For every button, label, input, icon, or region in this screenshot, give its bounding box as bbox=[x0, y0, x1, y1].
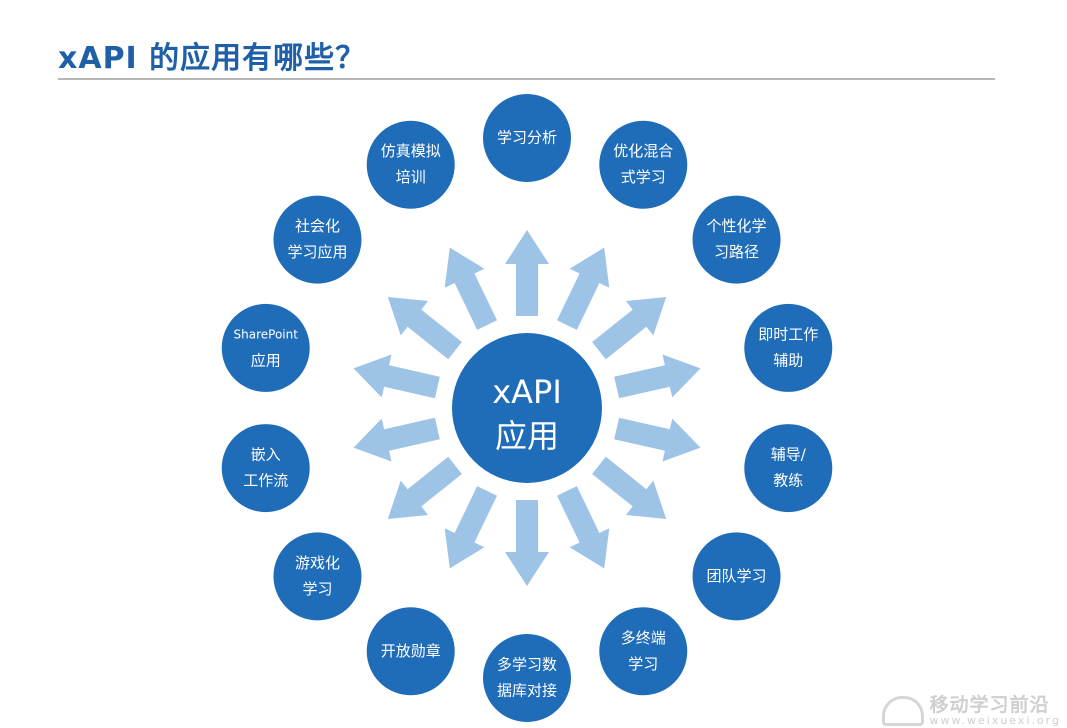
arrow-simulation-training bbox=[444, 247, 497, 330]
watermark-name: 移动学习前沿 bbox=[929, 694, 1050, 716]
node-label-line: 学习 bbox=[628, 655, 658, 673]
node-label-line: 即时工作 bbox=[758, 325, 818, 343]
node-label-line: 辅助 bbox=[773, 351, 803, 369]
arrow-coaching bbox=[614, 417, 701, 462]
node-label-line: 培训 bbox=[396, 168, 426, 186]
node-label-line: 仿真模拟 bbox=[381, 142, 441, 160]
node-label-line: 学习分析 bbox=[497, 129, 557, 147]
arrow-learning-analytics bbox=[505, 230, 549, 316]
node-circle bbox=[599, 607, 688, 696]
node-sharepoint-app: SharePoint 应用 bbox=[221, 303, 310, 392]
node-label-line: 个性化学 bbox=[707, 217, 767, 235]
node-label-line: 团队学习 bbox=[707, 567, 767, 585]
node-circle bbox=[366, 120, 455, 209]
center-label-line: xAPI bbox=[492, 373, 562, 411]
node-learning-analytics: 学习分析 bbox=[483, 94, 571, 182]
center-label-line: 应用 bbox=[495, 417, 559, 455]
node-label-line: 工作流 bbox=[243, 472, 288, 490]
node-circle bbox=[366, 607, 455, 696]
arrow-multi-lrs bbox=[505, 500, 549, 586]
watermark-url: www.weixuexi.org bbox=[929, 714, 1061, 727]
page-title: xAPI 的应用有哪些？ bbox=[58, 41, 367, 76]
node-label-line: 式学习 bbox=[621, 168, 666, 186]
node-label-line: 嵌入 bbox=[251, 446, 281, 464]
node-team-learning: 团队学习 bbox=[692, 532, 781, 621]
node-label-line: 游戏化 bbox=[295, 554, 340, 572]
arrow-social-learning bbox=[387, 297, 462, 360]
arrow-team-learning bbox=[592, 456, 667, 519]
arrow-blended-learning bbox=[557, 247, 610, 330]
arrow-multi-device bbox=[557, 486, 610, 569]
arrow-gamified-learning bbox=[387, 456, 462, 519]
node-ring: 学习分析优化混合式学习个性化学习路径即时工作辅助辅导/教练团队学习多终端学习多学… bbox=[221, 94, 833, 722]
node-circle bbox=[483, 94, 571, 182]
arrow-open-badges bbox=[444, 486, 497, 569]
node-label-line: 学习 bbox=[302, 580, 332, 598]
watermark-logo-icon bbox=[881, 696, 924, 726]
center-circle: xAPI 应用 bbox=[452, 333, 602, 483]
node-label-line: 应用 bbox=[251, 351, 281, 369]
arrow-embedded-workflow bbox=[353, 417, 440, 462]
node-circle bbox=[692, 532, 781, 621]
arrow-sharepoint-app bbox=[353, 354, 440, 399]
node-circle bbox=[744, 424, 833, 513]
arrow-personalized-path bbox=[592, 297, 667, 360]
node-label-line: 优化混合 bbox=[613, 142, 673, 160]
node-label-line: 据库对接 bbox=[497, 682, 557, 700]
node-open-badges: 开放勋章 bbox=[366, 607, 455, 696]
node-label-line: 学习应用 bbox=[287, 243, 347, 261]
node-label-line: 社会化 bbox=[295, 217, 340, 235]
node-label-line: 多学习数 bbox=[497, 656, 557, 674]
arrow-ring bbox=[353, 230, 701, 586]
node-circle bbox=[744, 303, 833, 392]
node-circle bbox=[273, 532, 362, 621]
node-coaching: 辅导/教练 bbox=[744, 424, 833, 513]
node-circle bbox=[221, 424, 310, 513]
node-circle bbox=[221, 303, 310, 392]
arrow-performance-support bbox=[614, 354, 701, 399]
node-circle bbox=[692, 195, 781, 284]
title-divider bbox=[58, 78, 995, 80]
node-label-line: SharePoint bbox=[234, 327, 299, 341]
node-circle bbox=[273, 195, 362, 284]
watermark: 移动学习前沿 www.weixuexi.org bbox=[881, 694, 1061, 727]
node-label-line: 教练 bbox=[773, 472, 803, 490]
node-label-line: 习路径 bbox=[714, 243, 759, 261]
node-label-line: 开放勋章 bbox=[381, 642, 441, 660]
center-circle-shape bbox=[452, 333, 602, 483]
node-circle bbox=[483, 634, 571, 722]
node-label-line: 辅导/ bbox=[771, 446, 807, 464]
node-circle bbox=[599, 120, 688, 209]
node-label-line: 多终端 bbox=[621, 629, 666, 647]
